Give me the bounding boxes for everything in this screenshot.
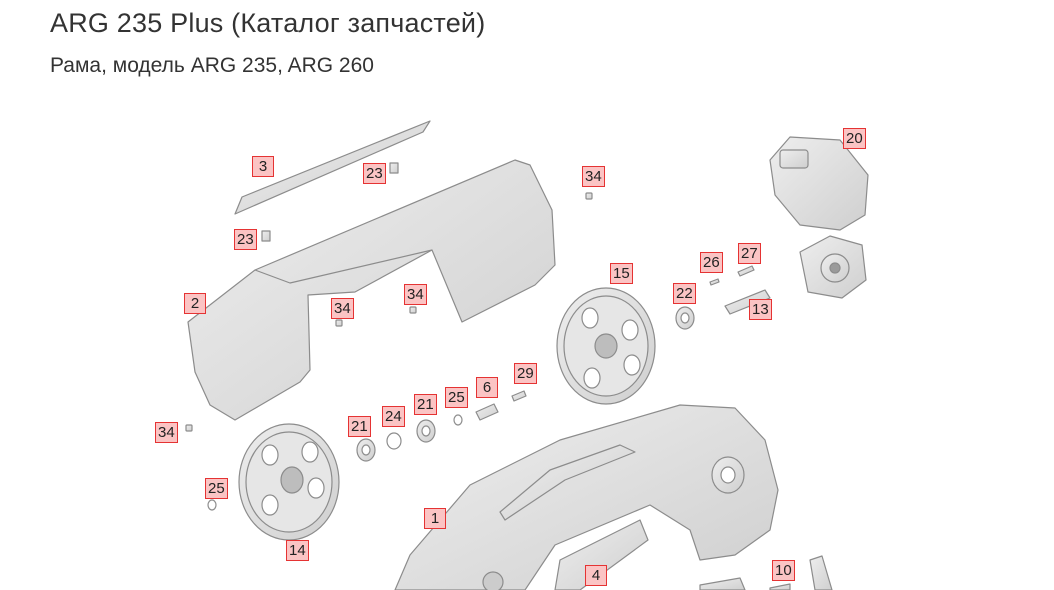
callout-part-15[interactable]: 15 — [610, 263, 633, 284]
page-title: ARG 235 Plus (Каталог запчастей) — [50, 8, 486, 38]
callout-part-25[interactable]: 25 — [445, 387, 468, 408]
part-bushing-6 — [475, 403, 499, 421]
callout-part-24[interactable]: 24 — [382, 406, 405, 427]
callout-part-2[interactable]: 2 — [184, 293, 206, 314]
callout-part-6[interactable]: 6 — [476, 377, 498, 398]
callout-part-34[interactable]: 34 — [404, 284, 427, 305]
callout-part-26[interactable]: 26 — [700, 252, 723, 273]
part-10 — [809, 555, 833, 590]
callout-part-27[interactable]: 27 — [738, 243, 761, 264]
part-top-cover-strip — [234, 120, 431, 215]
callout-part-3[interactable]: 3 — [252, 156, 274, 177]
callout-part-1[interactable]: 1 — [424, 508, 446, 529]
callout-part-34[interactable]: 34 — [155, 422, 178, 443]
callout-part-21[interactable]: 21 — [414, 394, 437, 415]
part-4 — [554, 519, 649, 590]
callout-part-34[interactable]: 34 — [582, 166, 605, 187]
callout-part-22[interactable]: 22 — [673, 283, 696, 304]
part-main-frame — [394, 404, 779, 590]
callout-part-10[interactable]: 10 — [772, 560, 795, 581]
callout-part-21[interactable]: 21 — [348, 416, 371, 437]
callout-part-4[interactable]: 4 — [585, 565, 607, 586]
callout-part-23[interactable]: 23 — [363, 163, 386, 184]
callout-part-25[interactable]: 25 — [205, 478, 228, 499]
callout-part-13[interactable]: 13 — [749, 299, 772, 320]
callout-part-34[interactable]: 34 — [331, 298, 354, 319]
callout-part-23[interactable]: 23 — [234, 229, 257, 250]
part-shaft — [724, 289, 771, 315]
page-subtitle: Рама, модель ARG 235, ARG 260 — [50, 54, 374, 77]
callout-part-20[interactable]: 20 — [843, 128, 866, 149]
callout-part-14[interactable]: 14 — [286, 540, 309, 561]
callout-part-29[interactable]: 29 — [514, 363, 537, 384]
